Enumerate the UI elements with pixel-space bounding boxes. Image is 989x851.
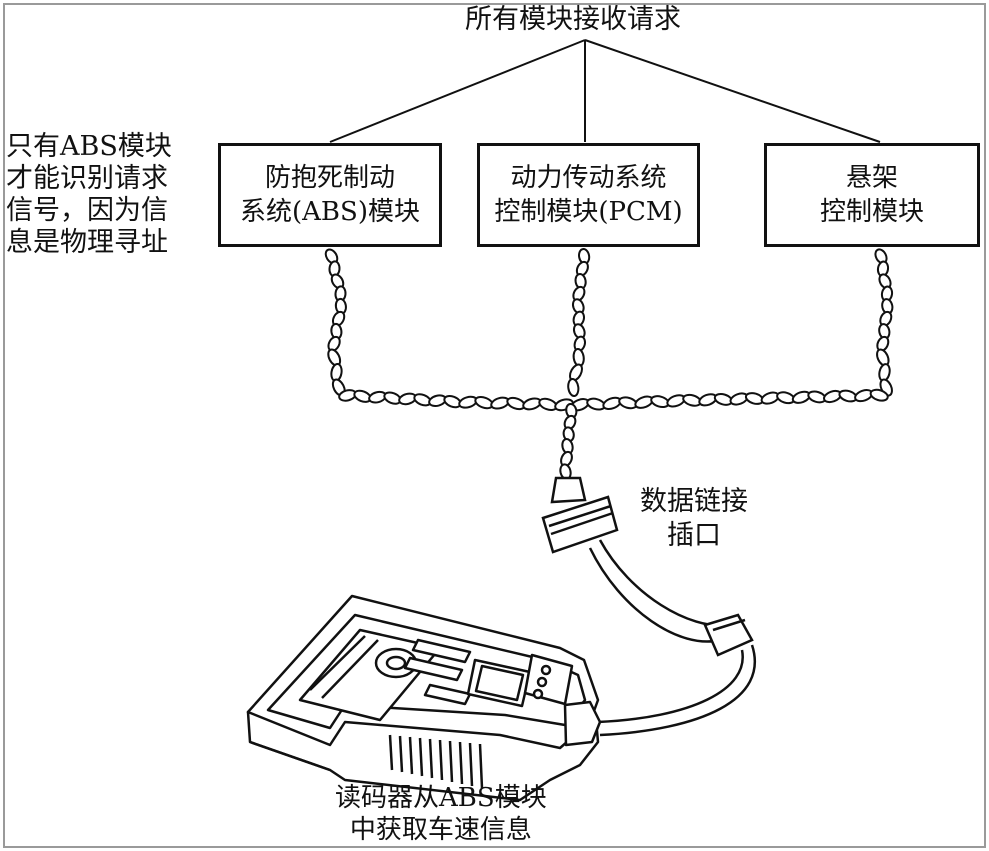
scanner-label: 读码器从ABS模块 中获取车速信息	[335, 783, 547, 845]
abs-module-box: 防抱死制动 系统(ABS)模块	[218, 143, 442, 247]
connector-label: 数据链接 插口	[640, 486, 748, 551]
scan-tool	[246, 594, 602, 802]
data-link-connector	[541, 476, 756, 737]
top-label: 所有模块接收请求	[465, 4, 681, 35]
suspension-module-box: 悬架 控制模块	[764, 143, 980, 247]
pcm-module-label: 动力传动系统 控制模块(PCM)	[494, 163, 683, 227]
twisted-pair-bus	[324, 248, 894, 480]
abs-module-label: 防抱死制动 系统(ABS)模块	[240, 163, 420, 227]
wire-twist	[567, 377, 580, 398]
wire-twist	[869, 388, 889, 402]
suspension-module-label: 悬架 控制模块	[819, 163, 924, 227]
pcm-module-box: 动力传动系统 控制模块(PCM)	[477, 143, 700, 247]
request-lines	[329, 39, 881, 143]
figure-frame	[3, 3, 986, 848]
side-note: 只有ABS模块 才能识别请求 信号，因为信 息是物理寻址	[6, 131, 172, 258]
